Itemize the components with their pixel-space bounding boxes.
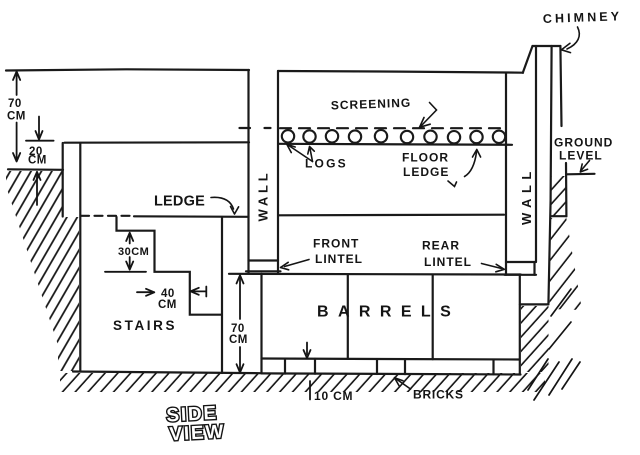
svg-text:REAR: REAR (422, 239, 460, 253)
svg-text:LEVEL: LEVEL (559, 149, 603, 163)
svg-text:CM: CM (158, 299, 177, 311)
svg-text:VIEW: VIEW (169, 421, 226, 445)
svg-text:40: 40 (161, 288, 175, 300)
svg-text:10 CM: 10 CM (314, 389, 353, 403)
svg-text:LINTEL: LINTEL (424, 255, 472, 269)
svg-text:BRICKS: BRICKS (413, 388, 464, 402)
svg-text:LEDGE: LEDGE (403, 165, 449, 179)
svg-text:LEDGE: LEDGE (154, 194, 205, 210)
svg-text:BARRELS: BARRELS (317, 304, 460, 321)
svg-text:70: 70 (231, 323, 245, 335)
svg-text:CM: CM (229, 334, 248, 346)
svg-text:SIDE: SIDE (166, 403, 219, 427)
svg-text:LOGS: LOGS (305, 157, 348, 171)
svg-text:SCREENING: SCREENING (331, 96, 412, 113)
svg-text:CM: CM (28, 155, 47, 167)
svg-text:GROUND: GROUND (554, 136, 613, 150)
svg-text:CM: CM (7, 111, 26, 123)
svg-text:WALL: WALL (519, 166, 534, 225)
svg-text:LINTEL: LINTEL (315, 252, 363, 266)
svg-text:70: 70 (8, 98, 22, 110)
svg-text:FRONT: FRONT (313, 237, 359, 251)
svg-text:30CM: 30CM (118, 246, 149, 258)
svg-text:FLOOR: FLOOR (402, 151, 449, 165)
svg-text:CHIMNEY: CHIMNEY (543, 9, 623, 26)
svg-text:STAIRS: STAIRS (113, 318, 177, 333)
svg-text:20: 20 (29, 146, 43, 158)
svg-text:WALL: WALL (256, 169, 271, 221)
